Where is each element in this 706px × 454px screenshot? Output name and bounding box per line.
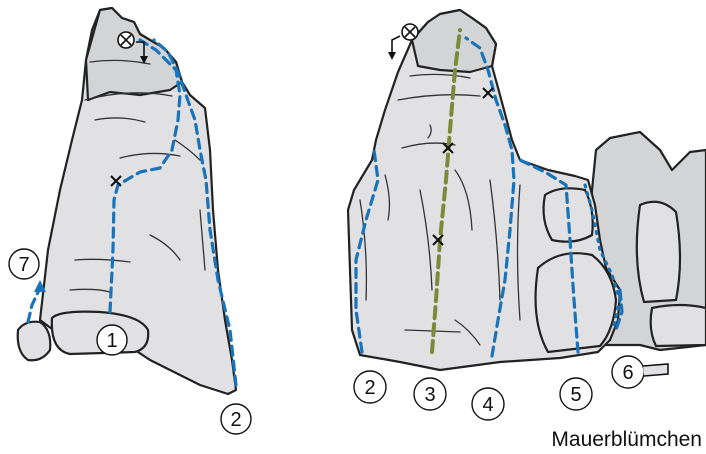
route-label-1: 1 <box>97 325 127 355</box>
route-label-5: 5 <box>560 378 592 410</box>
svg-text:3: 3 <box>424 384 435 406</box>
topo-caption: Mauerblümchen <box>551 428 702 452</box>
svg-text:4: 4 <box>482 394 493 416</box>
svg-text:2: 2 <box>230 409 241 431</box>
route-label-2-left: 2 <box>221 404 251 434</box>
route-label-3: 3 <box>414 378 446 410</box>
right-massif <box>348 10 706 370</box>
svg-text:6: 6 <box>622 362 633 384</box>
route-label-6: 6 <box>612 356 668 388</box>
svg-text:1: 1 <box>106 330 117 352</box>
svg-text:7: 7 <box>18 254 29 276</box>
svg-text:5: 5 <box>570 384 581 406</box>
route-label-4: 4 <box>472 388 504 420</box>
route-7-line <box>28 288 40 322</box>
svg-text:2: 2 <box>364 377 375 399</box>
route-label-2-right: 2 <box>354 371 386 403</box>
route-label-7: 7 <box>9 249 39 279</box>
